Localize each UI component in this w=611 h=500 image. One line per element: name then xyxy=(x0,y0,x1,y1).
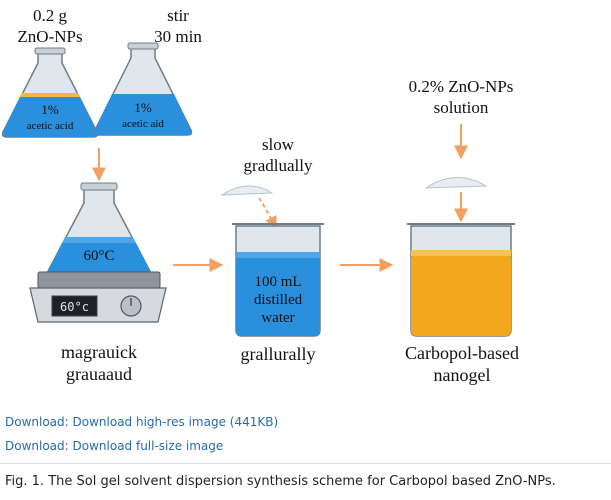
heater-label-line1: magrauick xyxy=(61,342,137,362)
beaker1-bottom-label: grallurally xyxy=(241,344,316,364)
download-full-size-row: Download: Download full-size image xyxy=(5,439,223,453)
synthesis-scheme-diagram: 0.2 g ZnO-NPs 1% acetic acid stir 30 min… xyxy=(1,6,519,385)
download-prefix: Download: xyxy=(5,439,73,453)
water-beaker: slow gradlually 100 mL distilled water g… xyxy=(220,135,324,364)
beaker1-liquid-volume: 100 mL xyxy=(254,274,301,290)
hot-plate-stirrer: 60°C 60°c magrauick grauaaud xyxy=(29,182,167,384)
beaker1-label-slow: slow xyxy=(262,135,295,154)
beaker1-liquid-name: water xyxy=(261,310,294,326)
download-high-res-row: Download: Download high-res image (441KB… xyxy=(5,415,278,429)
solution-powder-icon xyxy=(424,177,488,189)
heater-flask-temperature: 60°C xyxy=(83,248,114,264)
beaker2-label-solution: solution xyxy=(434,98,489,117)
download-high-res-link[interactable]: Download high-res image (441KB) xyxy=(72,415,279,429)
beaker2-bottom-label-line2: nanogel xyxy=(434,365,491,385)
beaker2-bottom-label-line1: Carbopol-based xyxy=(405,343,519,363)
beaker2-label-solution-name: 0.2% ZnO-NPs xyxy=(409,77,514,96)
flask1-liquid-concentration: 1% xyxy=(41,102,59,117)
flask-zno-acetic-acid: 0.2 g ZnO-NPs 1% acetic acid xyxy=(1,6,99,138)
flask1-liquid-name: acetic acid xyxy=(27,120,74,132)
powder-pile-icon xyxy=(220,185,274,196)
figure-caption: Fig. 1. The Sol gel solvent dispersion s… xyxy=(5,474,556,489)
heater-display-screen xyxy=(51,295,98,317)
download-full-size-link[interactable]: Download full-size image xyxy=(72,439,224,453)
flask2-label-time: 30 min xyxy=(154,27,202,46)
flask2-label-stir: stir xyxy=(167,6,189,25)
divider xyxy=(0,463,611,464)
heater-label-line2: grauaaud xyxy=(66,364,132,384)
heater-display-readout: 60°c xyxy=(60,300,89,314)
flask-acetic-aid-stir: stir 30 min 1% acetic aid xyxy=(93,6,202,136)
beaker1-liquid-type: distilled xyxy=(254,292,303,308)
flask2-liquid-concentration: 1% xyxy=(134,100,152,115)
nanogel-beaker: 0.2% ZnO-NPs solution Carbopol-based nan… xyxy=(405,77,519,385)
flask1-label-compound: ZnO-NPs xyxy=(17,27,82,46)
flask1-label-amount: 0.2 g xyxy=(33,6,68,25)
beaker1-label-gradually: gradlually xyxy=(244,156,313,175)
flask2-liquid-name: acetic aid xyxy=(122,118,164,130)
download-prefix: Download: xyxy=(5,415,73,429)
